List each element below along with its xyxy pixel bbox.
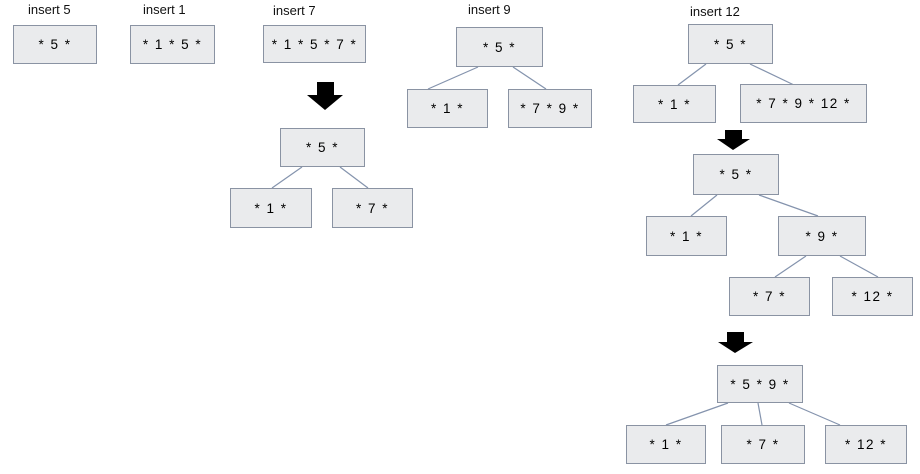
tree-node-9: * 9 * (778, 216, 866, 256)
connector-line (788, 402, 841, 426)
down-arrow-icon (717, 130, 750, 150)
connector-line (690, 194, 718, 217)
tree-node-1-5-7: * 1 * 5 * 7 * (263, 25, 366, 63)
tree-node-5: * 5 * (13, 25, 97, 64)
tree-node-root-5: * 5 * (693, 154, 779, 195)
tree-node-leaf-7-9: * 7 * 9 * (508, 89, 592, 128)
tree-node-leaf-7-9-12: * 7 * 9 * 12 * (740, 84, 867, 123)
connector-line (839, 255, 879, 278)
tree-node-leaf-7: * 7 * (729, 277, 810, 316)
connector-line (677, 63, 707, 86)
connector-line (774, 255, 807, 278)
tree-node-leaf-7: * 7 * (721, 425, 805, 464)
tree-node-leaf-7: * 7 * (332, 188, 413, 228)
tree-node-leaf-1: * 1 * (407, 89, 488, 128)
connector-line (665, 402, 729, 426)
connector-line (271, 166, 303, 189)
tree-node-leaf-1: * 1 * (626, 425, 706, 464)
tree-node-root-5-9: * 5 * 9 * (717, 365, 803, 403)
connector-line (757, 402, 763, 426)
tree-node-root-5: * 5 * (456, 27, 543, 67)
tree-node-leaf-1: * 1 * (646, 216, 727, 256)
step-label-insert-5: insert 5 (28, 2, 71, 17)
down-arrow-icon (718, 332, 753, 353)
tree-node-leaf-12: * 12 * (825, 425, 907, 464)
tree-node-leaf-1: * 1 * (633, 85, 716, 123)
step-label-insert-12: insert 12 (690, 4, 740, 19)
tree-node-root-5: * 5 * (688, 24, 773, 64)
tree-node-leaf-1: * 1 * (230, 188, 312, 228)
step-label-insert-9: insert 9 (468, 2, 511, 17)
connector-line (758, 194, 819, 217)
tree-node-root-5: * 5 * (280, 128, 365, 167)
tree-node-1-5: * 1 * 5 * (130, 25, 215, 64)
connector-line (749, 63, 795, 86)
down-arrow-icon (307, 82, 343, 110)
step-label-insert-1: insert 1 (143, 2, 186, 17)
tree-node-leaf-12: * 12 * (832, 277, 913, 316)
step-label-insert-7: insert 7 (273, 3, 316, 18)
connector-line (427, 66, 479, 90)
connector-line (512, 66, 547, 90)
connector-line (339, 166, 369, 189)
